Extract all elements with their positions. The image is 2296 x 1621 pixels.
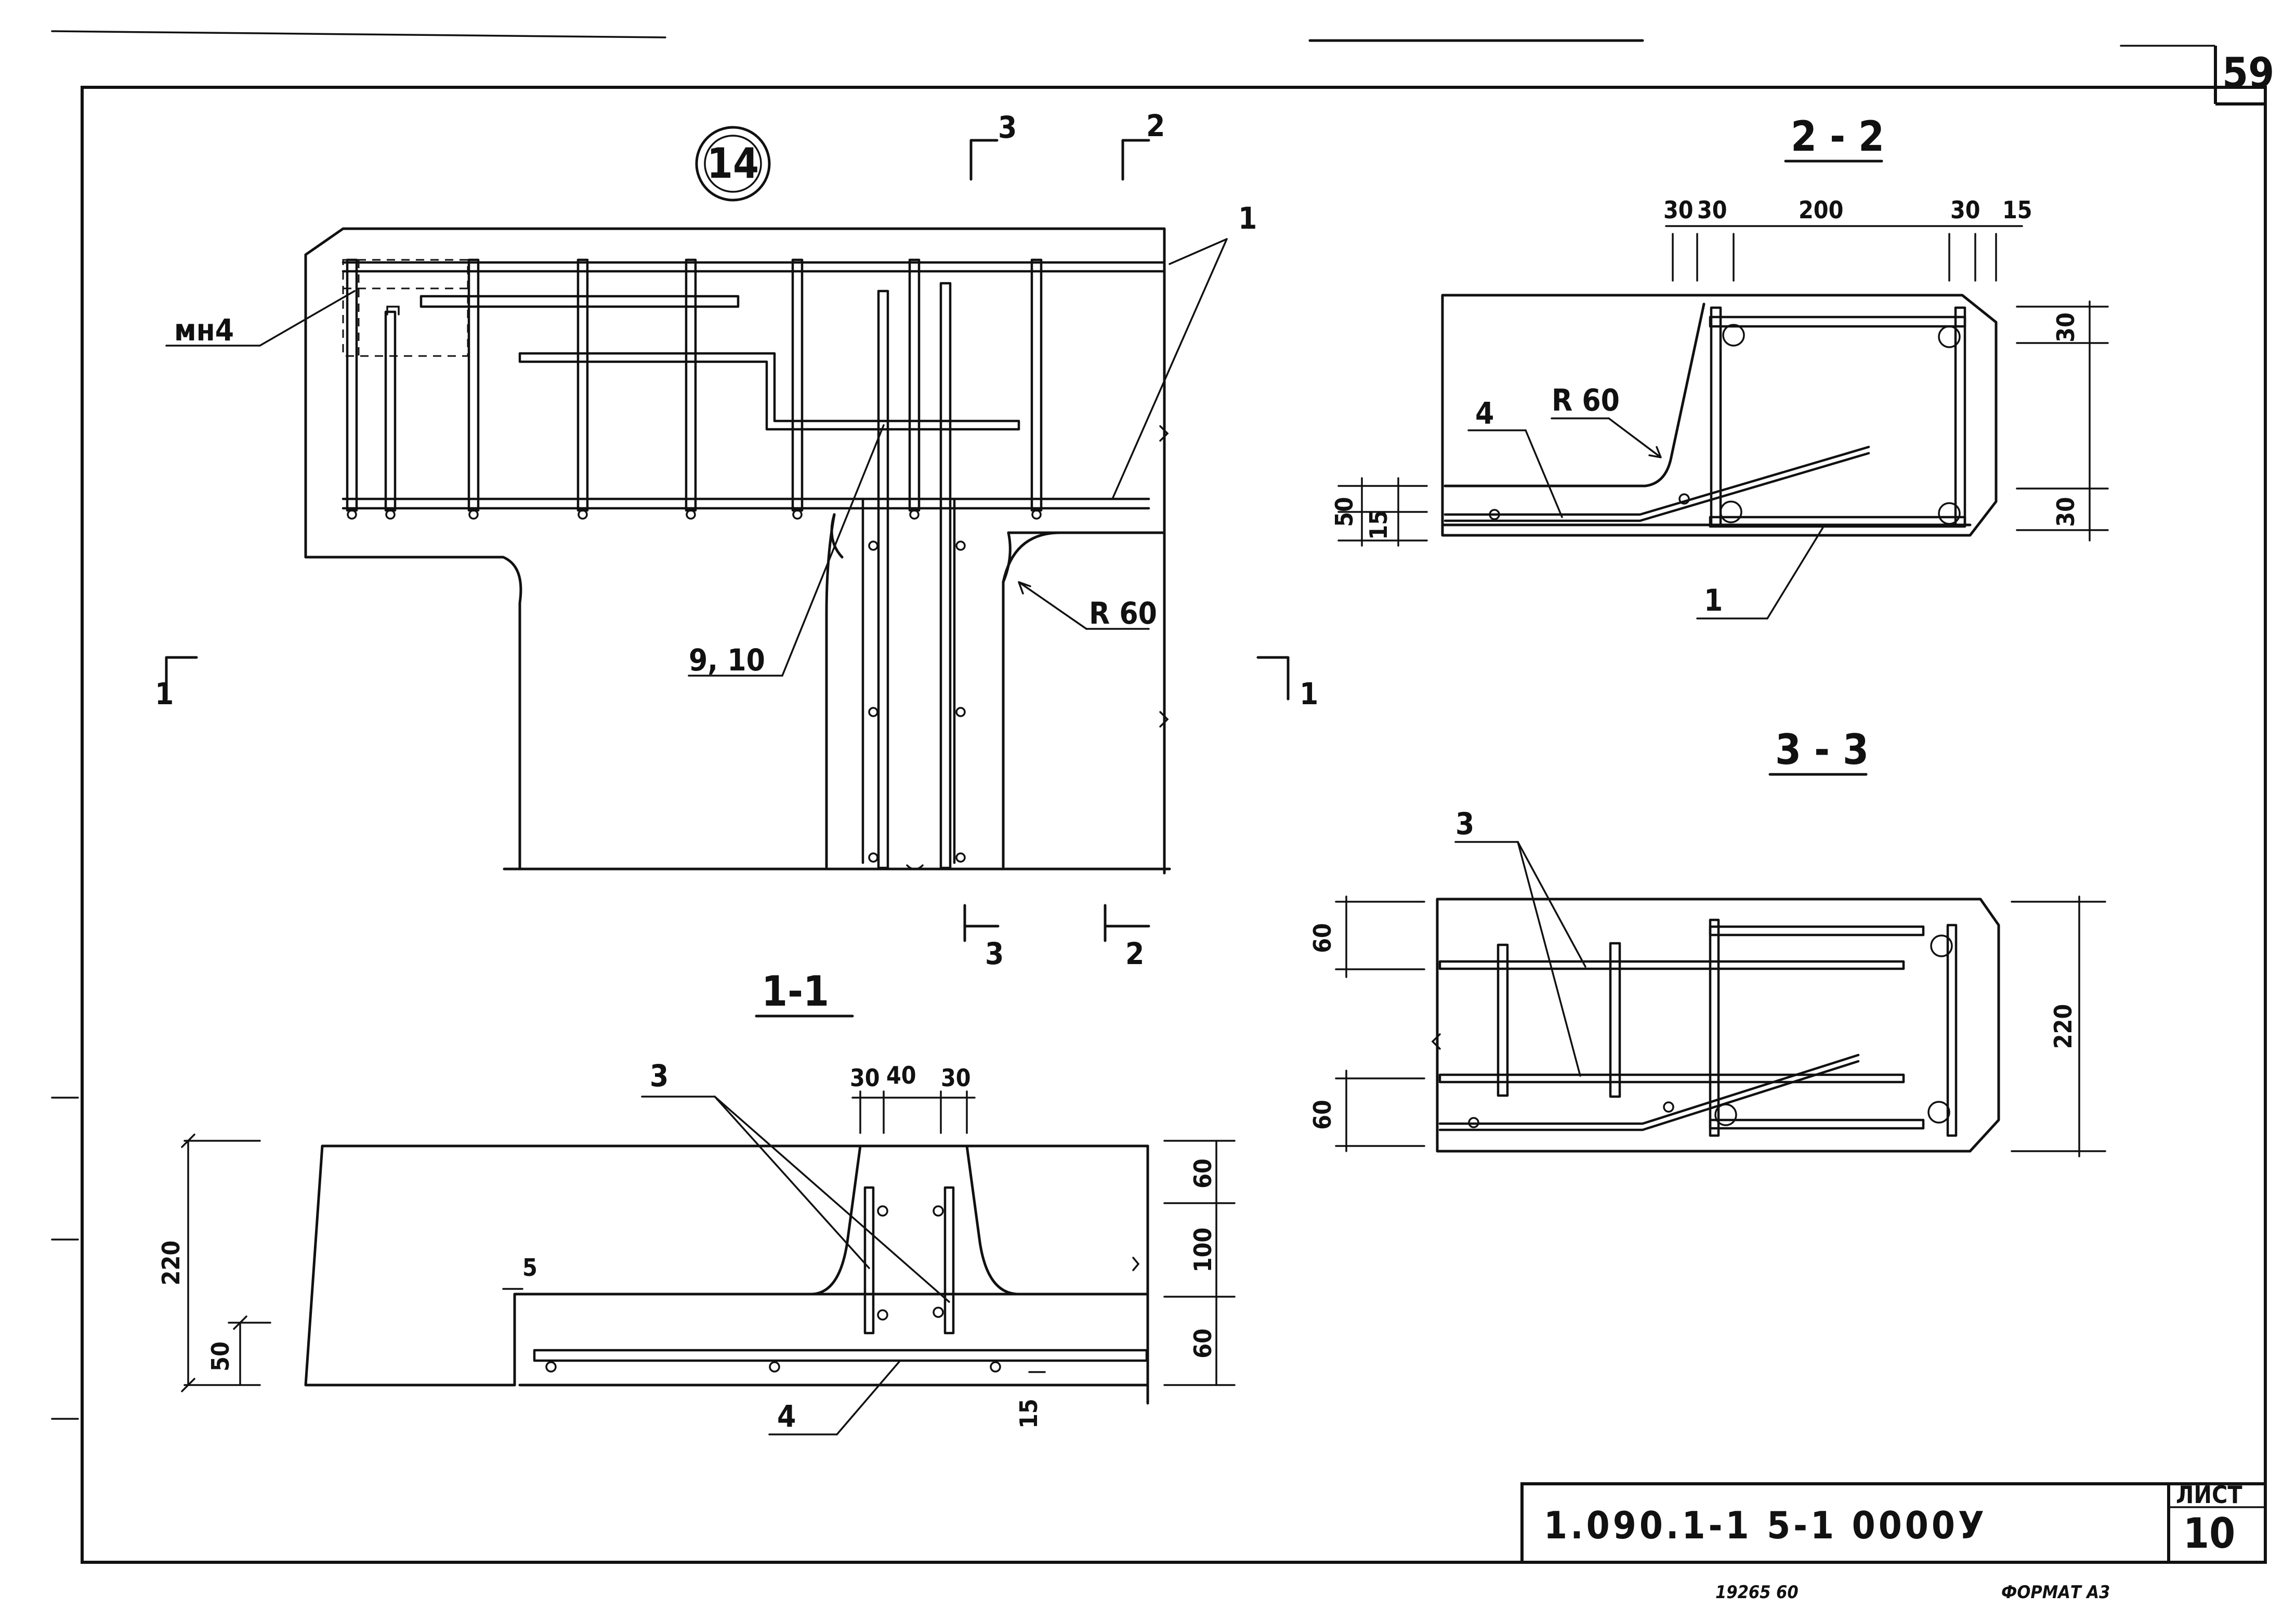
section-marks	[165, 139, 1290, 942]
section-3-3-title: 3 - 3	[1775, 726, 1869, 774]
dim-1-1-220: 220	[157, 1241, 185, 1285]
node-number: 14	[707, 139, 759, 188]
dim-2-2-left-1: 15	[1365, 510, 1393, 540]
section-2-2-title: 2 - 2	[1791, 112, 1884, 161]
list-label: ЛИСТ	[2176, 1481, 2242, 1509]
dim-1-1-15: 15	[1015, 1399, 1043, 1429]
section-1-1-rebar	[533, 1186, 1148, 1373]
dim-1-1-right-1: 100	[1189, 1228, 1217, 1272]
callout-mn4: мн4	[174, 312, 234, 348]
section-3-3-rebar	[1438, 918, 1958, 1137]
callout-3-3-3: 3	[1455, 806, 1474, 841]
callout-9-10: 9, 10	[689, 642, 765, 678]
dim-2-2-top-1: 30	[1697, 196, 1727, 224]
list-number: 10	[2183, 1509, 2235, 1558]
page-number: 59	[2222, 49, 2274, 97]
section-1-1-outline	[304, 1144, 1149, 1405]
dim-2-2-top-2: 200	[1799, 196, 1843, 224]
section-1-1-callouts	[641, 1096, 950, 1435]
section-2-2-callouts	[1467, 417, 1826, 620]
section-3-3-callouts	[1454, 841, 1586, 1077]
section-3-3-outline	[1431, 898, 2000, 1153]
section-1-1-title: 1-1	[762, 967, 829, 1016]
section-1-1-dims	[181, 1090, 1236, 1392]
dim-1-1-top-1: 40	[886, 1061, 916, 1089]
section-3-3-dims	[1335, 895, 2106, 1157]
callout-2-2-1: 1	[1704, 583, 1723, 618]
dim-1-1-5: 5	[522, 1254, 537, 1282]
callout-1: 1	[1238, 201, 1257, 236]
dim-1-1-right-2: 60	[1189, 1328, 1217, 1359]
dim-1-1-top-2: 30	[941, 1064, 971, 1092]
sheet-frame	[51, 30, 2267, 1564]
dim-2-2-right-1: 30	[2052, 497, 2080, 527]
section-2-2-dims	[1337, 225, 2109, 547]
main-view-outline	[304, 227, 1171, 875]
dim-2-2-top-0: 30	[1663, 196, 1694, 224]
section-mark-1-left: 1	[155, 676, 174, 711]
dim-2-2-top-3: 30	[1950, 196, 1980, 224]
callout-1-1-3: 3	[650, 1058, 668, 1093]
section-mark-2-bottom: 2	[1125, 936, 1144, 971]
dim-1-1-50: 50	[206, 1341, 234, 1372]
section-2-2-rebar	[1444, 306, 1966, 528]
dim-3-3-220: 220	[2049, 1004, 2077, 1049]
dim-3-3-left-1: 60	[1308, 1100, 1336, 1130]
section-2-2-outline	[1441, 294, 1998, 537]
footer-number: 19265 60	[1715, 1582, 1799, 1603]
title-block	[1520, 1482, 2267, 1564]
radius-label-2-2: R 60	[1552, 383, 1620, 418]
section-mark-2-top: 2	[1146, 108, 1165, 143]
document-code: 1.090.1-1 5-1 0000У	[1544, 1504, 1987, 1547]
format-label: ФОРМАТ А3	[2001, 1582, 2110, 1603]
node-marker	[695, 126, 771, 202]
main-view-rebar	[342, 258, 1166, 869]
dim-1-1-top-0: 30	[850, 1064, 880, 1092]
main-view-callouts	[165, 238, 1228, 677]
dim-1-1-right-0: 60	[1189, 1158, 1217, 1189]
section-mark-3-top: 3	[998, 110, 1017, 145]
radius-label-main: R 60	[1089, 596, 1157, 631]
callout-2-2-4: 4	[1475, 396, 1494, 431]
dim-2-2-right-0: 30	[2052, 312, 2080, 342]
dim-3-3-left-0: 60	[1308, 923, 1336, 953]
section-mark-3-bottom: 3	[985, 936, 1004, 971]
dim-2-2-left-0: 50	[1330, 497, 1358, 527]
dim-2-2-top-4: 15	[2002, 196, 2032, 224]
section-mark-1-right: 1	[1300, 676, 1318, 711]
callout-1-1-4: 4	[777, 1399, 796, 1434]
